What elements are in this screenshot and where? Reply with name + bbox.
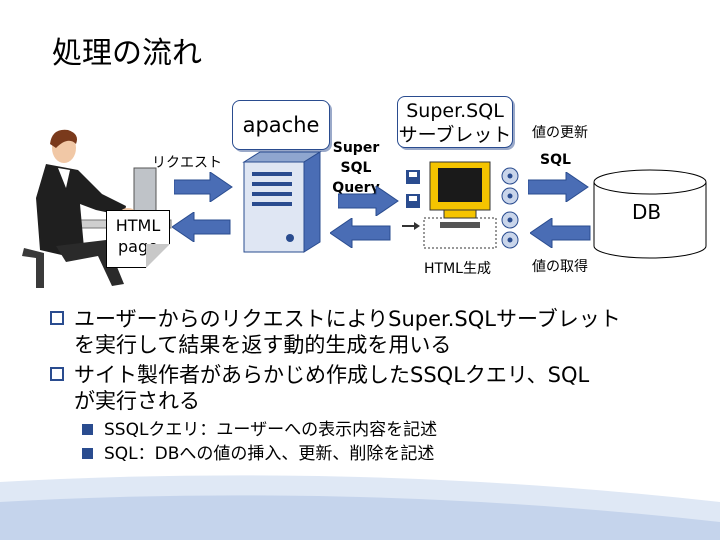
db-label: DB — [632, 200, 662, 224]
decorative-footer-swoosh — [0, 475, 720, 540]
arrow-to-db — [528, 172, 589, 202]
html-doc-line-1: HTML — [115, 216, 161, 235]
bullet-1-line-1: ユーザーからのリクエストによりSuper.SQLサーブレット — [74, 307, 621, 331]
servlet-label-line-2: サーブレット — [398, 124, 512, 146]
fetch-label: 値の取得 — [532, 259, 588, 275]
arrow-html-back — [172, 212, 231, 242]
servlet-label-line-1: Super.SQL — [406, 100, 504, 122]
checkbox-bullet-icon — [50, 311, 64, 325]
bullet-item-1: ユーザーからのリクエストによりSuper.SQLサーブレット を実行して結果を返… — [50, 306, 710, 358]
page-fold-icon — [146, 244, 170, 268]
bullet-1-line-2: を実行して結果を返す動的生成を用いる — [74, 333, 452, 357]
apache-label: apache — [232, 100, 330, 150]
query-label-line-3: Query — [332, 180, 380, 196]
query-label: Super SQL Query — [328, 138, 384, 198]
sql-label: SQL — [540, 152, 571, 168]
servlet-label: Super.SQL サーブレット — [397, 96, 513, 148]
arrow-to-server — [330, 218, 391, 248]
checkbox-bullet-icon — [50, 367, 64, 381]
arrow-request — [174, 172, 233, 202]
database-icon — [593, 169, 707, 259]
arrow-from-db — [530, 218, 591, 248]
flow-diagram: リクエスト HTML page apache Super SQL Query — [22, 96, 707, 288]
bullet-2-line-1: サイト製作者があらかじめ作成したSSQLクエリ、SQL — [74, 363, 590, 387]
square-bullet-icon — [82, 424, 93, 435]
sub-bullet-item-1: SSQLクエリ：ユーザーへの表示内容を記述 — [50, 418, 710, 442]
bullet-list: ユーザーからのリクエストによりSuper.SQLサーブレット を実行して結果を返… — [50, 306, 710, 466]
sub-bullet-item-2: SQL：DBへの値の挿入、更新、削除を記述 — [50, 442, 710, 466]
page-title: 処理の流れ — [52, 36, 202, 71]
html-gen-label: HTML生成 — [424, 261, 491, 277]
bullet-item-2: サイト製作者があらかじめ作成したSSQLクエリ、SQL が実行される — [50, 362, 710, 414]
server-icon — [242, 151, 322, 253]
update-label: 値の更新 — [532, 125, 588, 141]
square-bullet-icon — [82, 448, 93, 459]
sub-bullet-2-text: SQL：DBへの値の挿入、更新、削除を記述 — [104, 444, 435, 464]
html-page-document: HTML page — [106, 210, 170, 268]
arrow-to-servlet — [338, 186, 399, 216]
query-label-line-2: SQL — [340, 160, 372, 176]
bullet-2-line-2: が実行される — [74, 389, 200, 413]
servlet-computer-icon — [402, 161, 519, 249]
request-label: リクエスト — [152, 155, 222, 171]
query-label-line-1: Super — [332, 140, 380, 156]
sub-bullet-1-text: SSQLクエリ：ユーザーへの表示内容を記述 — [104, 420, 438, 440]
